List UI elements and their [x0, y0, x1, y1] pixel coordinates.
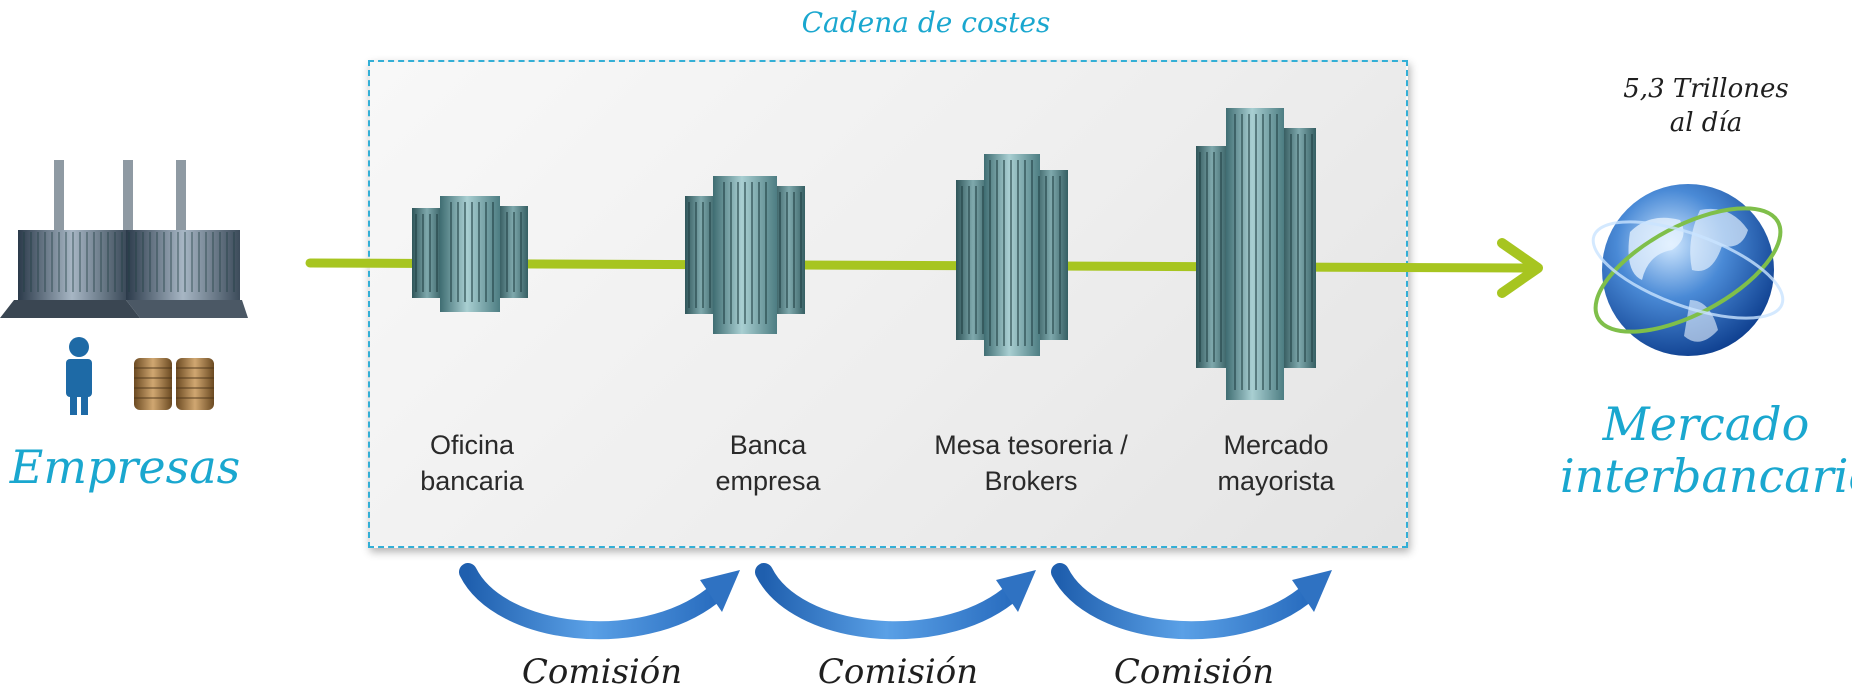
stage-label-line: bancaria	[420, 466, 524, 496]
stage-label-line: Mercado	[1223, 430, 1329, 460]
factory-icon	[0, 160, 248, 318]
curved-arrow-icon	[1051, 563, 1332, 640]
volume-line: al día	[1669, 108, 1743, 138]
fee-label: Comisión	[1113, 652, 1275, 692]
target-label-line: interbancario	[1560, 449, 1852, 503]
fee-label: Comisión	[521, 652, 683, 692]
person-icon	[66, 337, 92, 415]
building-icon	[685, 176, 805, 334]
globe-icon	[1591, 184, 1785, 356]
building-icon	[1196, 108, 1316, 400]
stage-label-line: empresa	[715, 466, 821, 496]
stage-label-mercado-mayorista: Mercado mayorista	[1156, 427, 1396, 499]
curved-arrow-icon	[459, 563, 740, 640]
target-label-line: Mercado	[1602, 397, 1810, 451]
stage-label-line: Oficina	[429, 430, 515, 460]
volume-line: 5,3 Trillones	[1623, 74, 1789, 104]
stage-label-line: Mesa tesoreria /	[934, 430, 1128, 460]
stage-label-line: mayorista	[1217, 466, 1335, 496]
stage-label-banca: Banca empresa	[648, 427, 888, 499]
building-icon	[412, 196, 528, 312]
diagram-title: Cadena de costes	[801, 6, 1051, 39]
fee-label: Comisión	[817, 652, 979, 692]
coins-icon	[134, 358, 214, 410]
curved-arrow-icon	[755, 563, 1036, 640]
stage-label-mesa: Mesa tesoreria / Brokers	[911, 427, 1151, 499]
stage-label-line: Banca	[729, 430, 807, 460]
target-label: Mercado interbancario	[1560, 398, 1852, 502]
building-icon	[956, 154, 1068, 356]
source-label: Empresas	[9, 440, 241, 494]
stage-label-oficina: Oficina bancaria	[352, 427, 592, 499]
volume-note: 5,3 Trillones al día	[1560, 72, 1852, 140]
stage-label-line: Brokers	[984, 466, 1078, 496]
